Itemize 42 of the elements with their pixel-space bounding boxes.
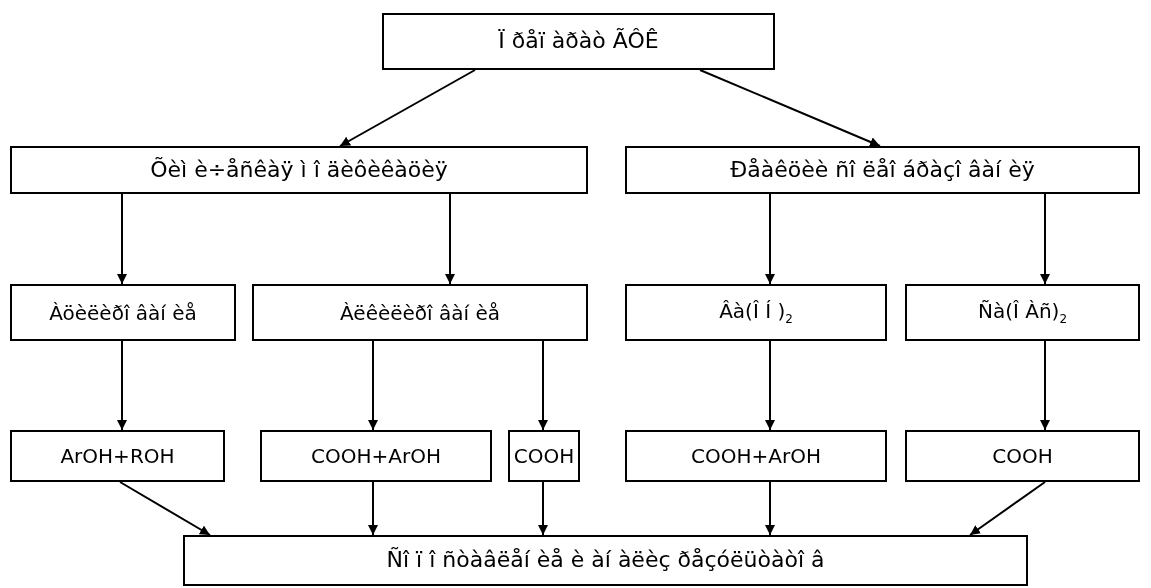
process-box xyxy=(183,535,1028,586)
box-label: Àëêèëèðî âàí èå xyxy=(340,300,500,325)
box-label: COOH+ArOH xyxy=(691,444,821,468)
box-label: Ñà(Î Àñ)$_{2}$ xyxy=(977,298,1068,327)
process-box xyxy=(508,430,580,482)
box-label: COOH+ArOH xyxy=(311,444,441,468)
arrow xyxy=(445,193,455,285)
arrow xyxy=(1040,193,1050,285)
box-label: Âà(Î Í )$_{2}$ xyxy=(719,298,793,327)
process-box xyxy=(10,284,236,341)
arrow xyxy=(765,481,775,536)
box-label: Àöèëèðî âàí èå xyxy=(49,300,197,325)
process-box xyxy=(10,146,588,194)
process-box xyxy=(382,13,775,70)
process-box xyxy=(252,284,588,341)
box-label: Ï ðåï àðàò ÃÔÊ xyxy=(498,28,659,55)
process-box xyxy=(10,430,225,482)
arrow xyxy=(969,481,1046,536)
arrow xyxy=(117,340,127,431)
arrow xyxy=(119,481,211,536)
process-box xyxy=(625,284,887,341)
box-label: ArOH+ROH xyxy=(60,444,175,468)
process-box xyxy=(905,430,1140,482)
arrow xyxy=(368,340,378,431)
arrow xyxy=(765,340,775,431)
arrow xyxy=(117,193,127,285)
process-box xyxy=(625,430,887,482)
arrow xyxy=(339,69,476,147)
arrow xyxy=(538,340,548,431)
box-label: Ðåàêöèè ñî ëåî áðàçî âàí èÿ xyxy=(730,156,1035,184)
arrow xyxy=(765,193,775,285)
arrow xyxy=(699,69,881,147)
box-label: Õèì è÷åñêàÿ ì î äèôèêàöèÿ xyxy=(150,156,448,184)
arrow xyxy=(1040,340,1050,431)
process-box xyxy=(260,430,492,482)
box-label: COOH xyxy=(992,444,1053,468)
arrow xyxy=(368,481,378,536)
box-label: COOH xyxy=(513,444,575,468)
process-box xyxy=(905,284,1140,341)
arrow xyxy=(538,481,548,536)
box-label: Ñî ï î ñòàâëåí èå è àí àëèç ðåçóëüòàòî â xyxy=(386,547,825,574)
process-box xyxy=(625,146,1140,194)
